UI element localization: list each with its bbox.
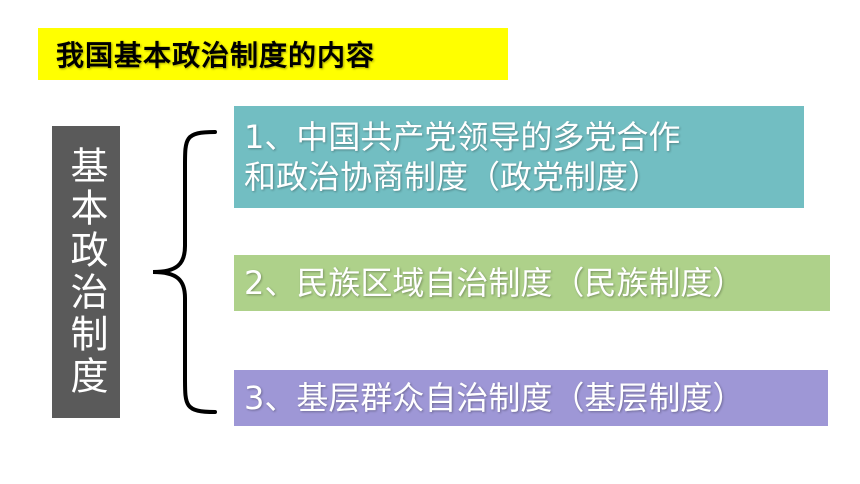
category-box: 基本政治制度 bbox=[52, 126, 120, 418]
item-ethnic-system: 2、民族区域自治制度（民族制度） bbox=[234, 255, 830, 311]
title-banner: 我国基本政治制度的内容 bbox=[38, 28, 508, 80]
item-party-system-line1: 1、中国共产党领导的多党合作 bbox=[244, 118, 681, 156]
item-grassroots-system-text: 3、基层群众自治制度（基层制度） bbox=[244, 379, 745, 417]
item-grassroots-system: 3、基层群众自治制度（基层制度） bbox=[234, 370, 828, 426]
item-party-system-line2: 和政治协商制度（政党制度） bbox=[244, 158, 661, 196]
curly-brace-icon bbox=[152, 130, 217, 414]
item-party-system: 1、中国共产党领导的多党合作 和政治协商制度（政党制度） bbox=[234, 106, 804, 208]
item-ethnic-system-text: 2、民族区域自治制度（民族制度） bbox=[244, 264, 745, 302]
item-party-system-text: 1、中国共产党领导的多党合作 和政治协商制度（政党制度） bbox=[244, 117, 680, 197]
page-title: 我国基本政治制度的内容 bbox=[56, 39, 376, 72]
category-label: 基本政治制度 bbox=[64, 146, 108, 398]
